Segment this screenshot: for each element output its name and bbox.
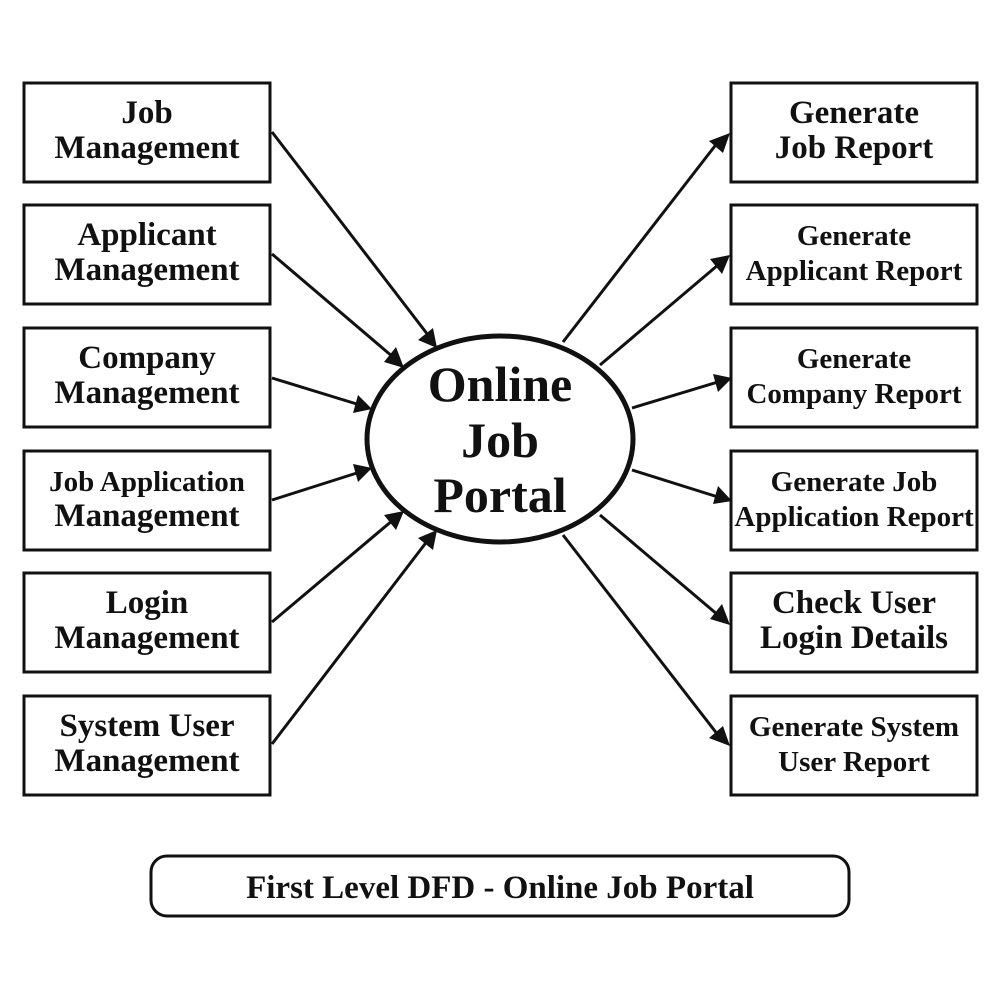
process-generate-system-user-report: Generate System User Report bbox=[729, 694, 979, 797]
process-label-line: Login Details bbox=[760, 620, 948, 656]
arrowhead-icon bbox=[709, 726, 730, 746]
arrowhead-icon bbox=[353, 395, 372, 413]
arrow-company-management bbox=[271, 376, 361, 407]
central-process-line: Job bbox=[461, 412, 539, 468]
process-label-line: Check User bbox=[772, 585, 936, 621]
central-process: Online Job Portal bbox=[364, 333, 636, 545]
process-label-line: User Report bbox=[778, 746, 930, 778]
process-label-line: Company bbox=[78, 340, 216, 376]
central-process-line: Online bbox=[428, 356, 572, 412]
process-label-line: Job bbox=[121, 95, 172, 131]
arrowhead-icon bbox=[710, 255, 730, 274]
central-process-line: Portal bbox=[433, 467, 566, 523]
arrow-generate-company-report bbox=[631, 380, 719, 410]
process-label-line: Job Application bbox=[49, 466, 245, 498]
arrow-generate-applicant-report bbox=[599, 263, 719, 367]
arrowhead-icon bbox=[418, 328, 437, 348]
arrow-generate-job-report bbox=[561, 141, 720, 343]
process-label-line: Generate bbox=[797, 343, 911, 375]
arrow-job-management bbox=[270, 131, 430, 336]
process-label-line: Generate System bbox=[749, 711, 959, 743]
process-label-line: Applicant Report bbox=[746, 255, 963, 287]
process-label-line: Management bbox=[54, 620, 239, 656]
arrow-generate-job-application-report bbox=[631, 468, 719, 499]
arrow-heads bbox=[353, 133, 732, 746]
process-login-management: Login Management bbox=[22, 571, 272, 674]
caption-text: First Level DFD - Online Job Portal bbox=[246, 870, 754, 906]
process-label-line: Generate bbox=[789, 95, 919, 131]
arrow-check-user-login-details bbox=[599, 513, 719, 617]
process-label-line: Login bbox=[106, 585, 189, 621]
flow-arrows bbox=[270, 131, 720, 745]
arrowhead-icon bbox=[418, 530, 437, 550]
process-label-line: Application Report bbox=[734, 501, 974, 533]
arrow-system-user-management bbox=[270, 539, 430, 745]
process-generate-job-report: Generate Job Report bbox=[729, 81, 979, 184]
arrowhead-icon bbox=[353, 464, 372, 482]
process-company-management: Company Management bbox=[22, 326, 272, 429]
arrowhead-icon bbox=[710, 604, 730, 625]
process-applicant-management: Applicant Management bbox=[22, 203, 272, 306]
process-generate-job-application-report: Generate Job Application Report bbox=[729, 449, 979, 552]
arrow-applicant-management bbox=[271, 252, 394, 359]
arrow-login-management bbox=[271, 518, 394, 624]
process-label-line: System User bbox=[59, 708, 234, 744]
arrowhead-icon bbox=[384, 347, 404, 368]
process-label-line: Job Report bbox=[775, 130, 934, 166]
process-job-management: Job Management bbox=[22, 81, 272, 184]
arrow-job-application-management bbox=[271, 470, 361, 502]
process-label-line: Management bbox=[54, 375, 239, 411]
arrow-generate-system-user-report bbox=[561, 534, 720, 736]
arrowhead-icon bbox=[384, 511, 404, 530]
process-label-line: Generate Job bbox=[771, 466, 938, 498]
arrowhead-icon bbox=[713, 486, 732, 504]
process-generate-company-report: Generate Company Report bbox=[729, 326, 979, 429]
arrowhead-icon bbox=[709, 133, 730, 153]
process-label-line: Applicant bbox=[77, 217, 216, 253]
process-system-user-management: System User Management bbox=[22, 694, 272, 797]
process-label-line: Management bbox=[54, 252, 239, 288]
process-label-line: Company Report bbox=[746, 378, 961, 410]
process-label-line: Management bbox=[54, 743, 239, 779]
process-check-user-login-details: Check User Login Details bbox=[729, 571, 979, 674]
diagram-caption: First Level DFD - Online Job Portal bbox=[149, 854, 851, 918]
arrowhead-icon bbox=[713, 374, 732, 392]
process-label-line: Generate bbox=[797, 220, 911, 252]
process-label-line: Management bbox=[54, 498, 239, 534]
input-processes: Job Management Applicant Management Comp… bbox=[22, 81, 272, 797]
process-generate-applicant-report: Generate Applicant Report bbox=[729, 203, 979, 306]
process-job-application-management: Job Application Management bbox=[22, 449, 272, 552]
process-label-line: Management bbox=[54, 130, 239, 166]
output-processes: Generate Job Report Generate Applicant R… bbox=[729, 81, 979, 797]
